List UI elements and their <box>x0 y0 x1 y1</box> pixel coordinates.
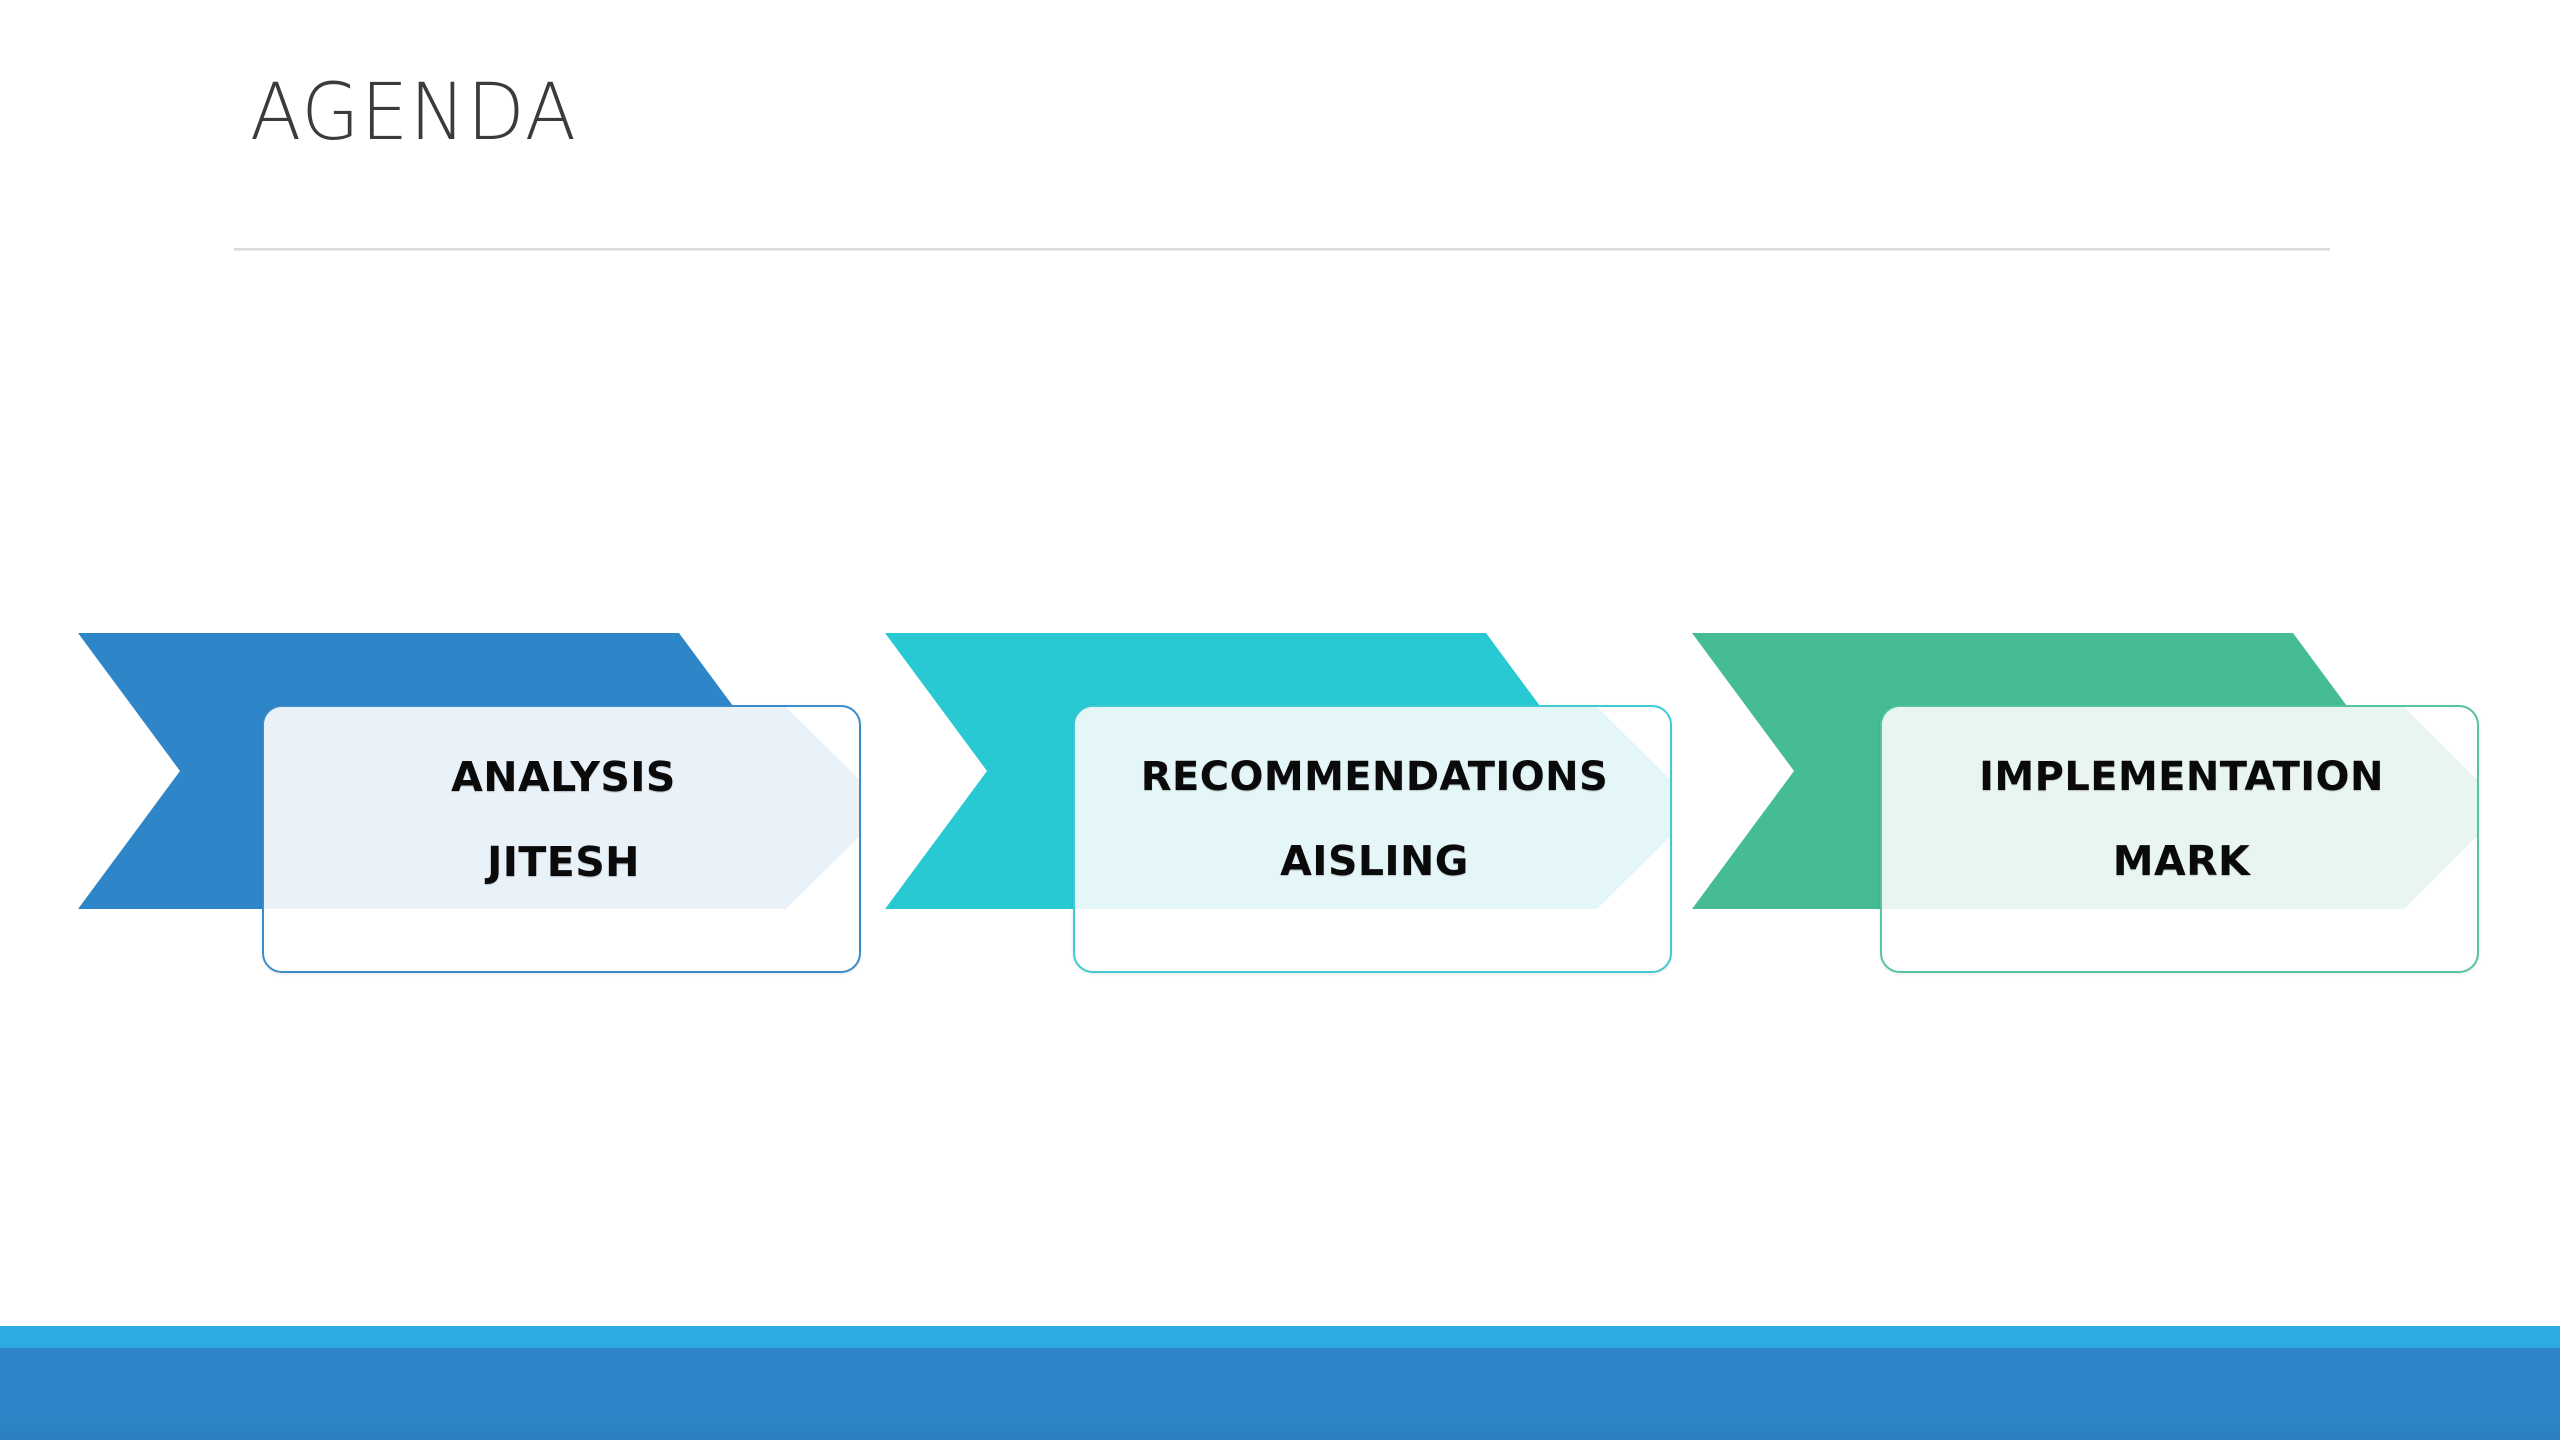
card-text-block-3: IMPLEMENTATION MARK <box>1882 707 2477 971</box>
footer-bar <box>0 1326 2560 1440</box>
page-title: AGENDA <box>250 68 578 158</box>
card-chevron-tint-3 <box>1882 707 2477 909</box>
card-text-block-2: RECOMMENDATIONS AISLING <box>1075 707 1670 971</box>
agenda-topic-1: ANALYSIS <box>451 753 676 801</box>
footer-main-strip <box>0 1348 2560 1440</box>
card-chevron-tint-1 <box>264 707 859 909</box>
agenda-card-1[interactable]: ANALYSIS JITESH <box>262 705 861 973</box>
agenda-presenter-3: MARK <box>2112 837 2251 885</box>
agenda-card-2[interactable]: RECOMMENDATIONS AISLING <box>1073 705 1672 973</box>
footer-accent-strip <box>0 1326 2560 1348</box>
agenda-presenter-1: JITESH <box>487 838 640 886</box>
agenda-topic-3: IMPLEMENTATION <box>1979 754 2384 800</box>
card-text-block-1: ANALYSIS JITESH <box>264 707 859 971</box>
card-chevron-tint-2 <box>1075 707 1670 909</box>
agenda-topic-2: RECOMMENDATIONS <box>1140 754 1609 800</box>
title-divider <box>234 248 2330 251</box>
agenda-presenter-2: AISLING <box>1280 837 1469 885</box>
agenda-card-3[interactable]: IMPLEMENTATION MARK <box>1880 705 2479 973</box>
